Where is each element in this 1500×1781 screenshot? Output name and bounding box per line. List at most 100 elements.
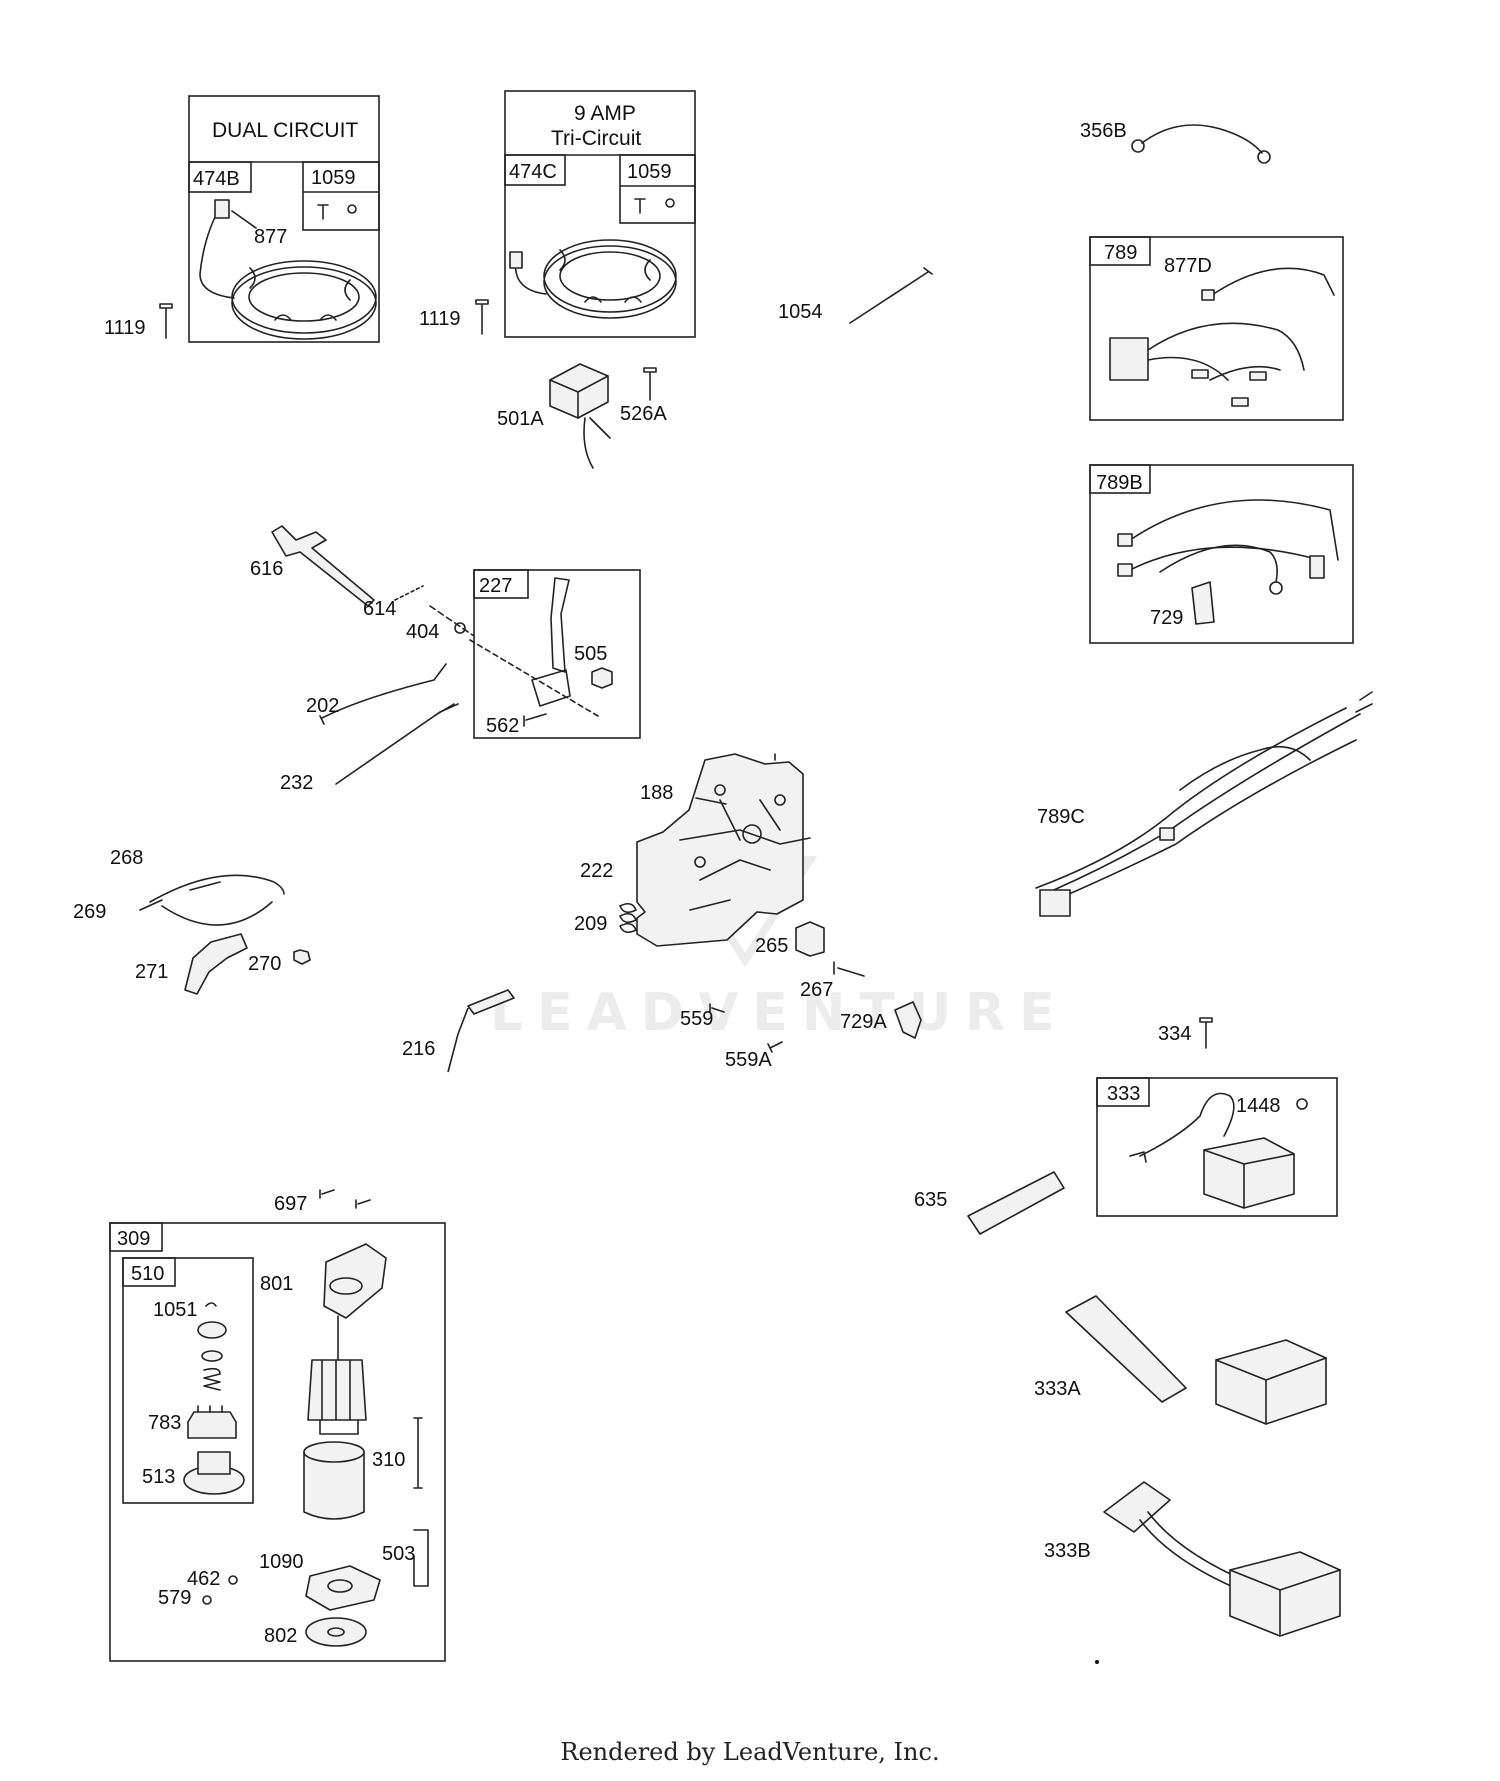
label-232: 232 xyxy=(280,772,313,794)
label-202: 202 xyxy=(306,695,339,717)
box-333-label: 333 xyxy=(1107,1083,1140,1105)
harness-789-icon xyxy=(1109,267,1335,407)
watermark-text: LEADVENTURE xyxy=(490,983,1069,1043)
screw-nut-icon xyxy=(634,198,675,214)
box-789B-label: 789B xyxy=(1096,472,1143,494)
linkage-dash xyxy=(429,605,475,637)
screw-334-icon xyxy=(1199,1017,1213,1049)
nut-579-icon xyxy=(202,1595,212,1605)
box-789[interactable]: 789 877D xyxy=(1089,236,1344,421)
label-616: 616 xyxy=(250,558,283,580)
screw-526A-icon xyxy=(643,367,657,401)
clip-265-icon xyxy=(795,921,825,957)
box-333[interactable]: 333 1448 xyxy=(1096,1077,1338,1217)
box-789B[interactable]: 789B 729 xyxy=(1089,464,1354,644)
bolt-310-icon xyxy=(413,1417,423,1489)
spark-boot-635-icon xyxy=(967,1171,1065,1235)
label-513: 513 xyxy=(142,1466,175,1488)
box-1059-label-a: 1059 xyxy=(311,167,356,189)
screws-697-icon xyxy=(319,1189,371,1209)
box-474C-label: 474C xyxy=(509,161,557,183)
spring-614-icon xyxy=(394,585,424,601)
nut-462-icon xyxy=(228,1575,238,1585)
box-dual-circuit-header: DUAL CIRCUIT xyxy=(212,119,358,142)
bracket-503-icon xyxy=(413,1529,429,1587)
spring-209-icon xyxy=(619,902,637,934)
label-697: 697 xyxy=(274,1193,307,1215)
label-505: 505 xyxy=(574,643,607,665)
washer-802-icon xyxy=(305,1617,367,1647)
ground-wire-356B-icon xyxy=(1131,124,1271,164)
brush-plate-1090-icon xyxy=(305,1565,381,1611)
label-269: 269 xyxy=(73,901,106,923)
box-510-label: 510 xyxy=(131,1263,164,1285)
link-202-icon xyxy=(319,663,447,725)
governor-lever-227-icon xyxy=(469,577,613,717)
label-801: 801 xyxy=(260,1273,293,1295)
box-309-label: 309 xyxy=(117,1228,150,1250)
label-501A: 501A xyxy=(497,408,544,430)
box-dual-circuit[interactable]: DUAL CIRCUIT 474B 1059 877 xyxy=(188,95,380,343)
link-232-icon xyxy=(335,703,459,785)
harness-789B-icon xyxy=(1117,499,1339,625)
box-789-label: 789 xyxy=(1104,242,1137,264)
label-267: 267 xyxy=(800,979,833,1001)
label-1119-a: 1119 xyxy=(104,317,146,339)
box-1059-label-b: 1059 xyxy=(627,161,672,183)
box-tri-circuit-header-1: 9 AMP xyxy=(574,102,636,125)
label-1448: 1448 xyxy=(1236,1095,1281,1117)
label-559: 559 xyxy=(680,1008,713,1030)
label-462: 462 xyxy=(187,1568,220,1590)
label-635: 635 xyxy=(914,1189,947,1211)
gear-stack-510-icon xyxy=(183,1321,245,1495)
label-526A: 526A xyxy=(620,403,667,425)
screw-nut-icon xyxy=(317,204,357,220)
screw-562-icon xyxy=(523,713,547,727)
armature-icon xyxy=(307,1315,367,1435)
box-309[interactable]: 309 510 1051 783 513 801 xyxy=(109,1222,446,1662)
label-562: 562 xyxy=(486,715,519,737)
housing-310-icon xyxy=(303,1441,365,1520)
box-tri-circuit[interactable]: 9 AMP Tri-Circuit 474C 1059 xyxy=(504,90,696,338)
label-729: 729 xyxy=(1150,607,1183,629)
label-877D: 877D xyxy=(1164,255,1212,277)
label-333A: 333A xyxy=(1034,1378,1081,1400)
box-227[interactable]: 227 505 562 xyxy=(469,569,641,739)
box-227-label: 227 xyxy=(479,575,512,597)
label-404: 404 xyxy=(406,621,439,643)
label-333B: 333B xyxy=(1044,1540,1091,1562)
label-802: 802 xyxy=(264,1625,297,1647)
link-216-icon xyxy=(447,989,515,1073)
end-cap-801-icon xyxy=(323,1243,387,1319)
label-503: 503 xyxy=(382,1543,415,1565)
label-1051: 1051 xyxy=(153,1299,198,1321)
nut-404-icon xyxy=(454,622,466,634)
label-265: 265 xyxy=(755,935,788,957)
label-209: 209 xyxy=(574,913,607,935)
label-216: 216 xyxy=(402,1038,435,1060)
bracket-729A-icon xyxy=(894,1001,922,1039)
bolt-1119-a xyxy=(159,303,173,339)
dot-mark xyxy=(1095,1660,1099,1664)
bolt-1119-b xyxy=(475,299,489,335)
label-614: 614 xyxy=(363,598,396,620)
screw-559A-icon xyxy=(767,1041,783,1053)
label-877: 877 xyxy=(254,226,287,248)
label-188: 188 xyxy=(640,782,673,804)
stator-474B-icon xyxy=(199,199,377,340)
label-1119-b: 1119 xyxy=(419,308,461,330)
label-559A: 559A xyxy=(725,1049,772,1071)
nut-270-icon xyxy=(293,949,311,965)
label-356B: 356B xyxy=(1080,120,1127,142)
rod-616-icon xyxy=(271,525,375,607)
label-310: 310 xyxy=(372,1449,405,1471)
label-222: 222 xyxy=(580,860,613,882)
label-789C: 789C xyxy=(1037,806,1085,828)
link-232-spring xyxy=(433,703,455,717)
screw-559-icon xyxy=(709,1003,725,1013)
box-tri-circuit-header-2: Tri-Circuit xyxy=(551,127,641,150)
footer-credit: Rendered by LeadVenture, Inc. xyxy=(560,1738,940,1766)
leader-188 xyxy=(695,797,727,805)
stator-474C-icon xyxy=(509,239,677,319)
bracket-271-icon xyxy=(184,933,248,995)
